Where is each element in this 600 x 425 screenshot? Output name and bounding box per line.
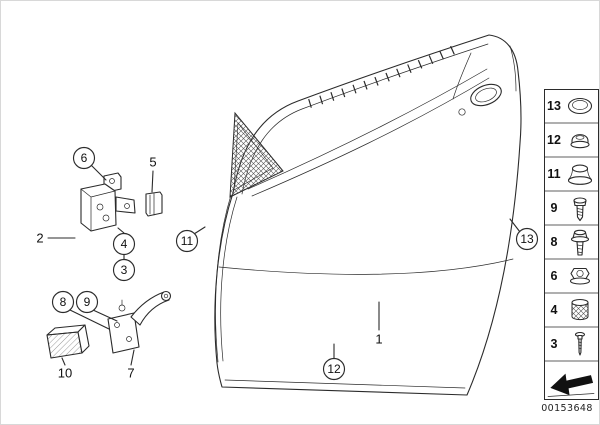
legend-row-11[interactable]: 11: [547, 164, 593, 185]
callout-6[interactable]: 6: [72, 146, 96, 170]
legend-row-6[interactable]: 6: [551, 267, 591, 285]
cap-nut-icon: [570, 134, 590, 149]
dome-plug-icon: [567, 97, 593, 115]
legend-11-label[interactable]: 11: [547, 167, 560, 181]
callout-9-label[interactable]: 9: [84, 295, 91, 309]
blind-plug-icon: [567, 164, 593, 185]
callout-4-label[interactable]: 4: [121, 237, 128, 251]
hex-bolt-icon: [570, 229, 590, 256]
callout-8-label[interactable]: 8: [60, 295, 67, 309]
callout-2-label[interactable]: 2: [36, 231, 43, 246]
callout-3-label[interactable]: 3: [121, 263, 128, 277]
legend-9-label[interactable]: 9: [551, 201, 558, 215]
wedge-drawing: [46, 324, 90, 359]
clip-drawing: [145, 191, 163, 217]
callout-8[interactable]: 8: [51, 290, 75, 314]
flange-nut-icon: [569, 267, 591, 285]
callout-4[interactable]: 4: [112, 232, 136, 256]
callout-7-label[interactable]: 7: [127, 366, 134, 381]
legend-13-label[interactable]: 13: [547, 99, 561, 113]
legend-4-label[interactable]: 4: [551, 303, 558, 317]
part-number: 00153648: [541, 403, 593, 414]
callout-12[interactable]: 12: [322, 357, 346, 381]
legend-row-3[interactable]: 3: [551, 331, 586, 356]
legend-row-8[interactable]: 8: [551, 229, 590, 256]
leader-lines: [47, 164, 521, 366]
callout-9[interactable]: 9: [75, 290, 99, 314]
callout-3[interactable]: 3: [112, 258, 136, 282]
foam-insert-icon: [571, 298, 589, 321]
long-screw-icon: [574, 331, 586, 356]
callout-13[interactable]: 13: [515, 227, 539, 251]
door-hinge-drawing: [80, 172, 136, 232]
door-panel-drawing: [214, 34, 522, 396]
parts-legend: 13 12 11 9: [544, 89, 599, 400]
legend-row-12[interactable]: 12: [547, 133, 590, 149]
legend-12-label[interactable]: 12: [547, 133, 561, 147]
callout-11-label[interactable]: 11: [181, 234, 194, 248]
legend-row-9[interactable]: 9: [551, 197, 587, 222]
legend-8-label[interactable]: 8: [551, 235, 558, 249]
callout-13-label[interactable]: 13: [520, 232, 534, 246]
legend-row-13[interactable]: 13: [547, 97, 593, 115]
legend-3-label[interactable]: 3: [551, 337, 558, 351]
legend-6-label[interactable]: 6: [551, 269, 558, 283]
callout-11[interactable]: 11: [175, 229, 199, 253]
callout-5-label[interactable]: 5: [149, 155, 156, 170]
vent-window-mesh: [229, 111, 284, 198]
callout-12-label[interactable]: 12: [327, 362, 341, 376]
torx-screw-icon: [573, 197, 587, 222]
door-check-drawing: [107, 290, 172, 354]
callout-6-label[interactable]: 6: [81, 151, 88, 165]
legend-row-4[interactable]: 4: [551, 298, 589, 321]
front-direction-arrow: [550, 373, 594, 396]
callout-10-label[interactable]: 10: [58, 366, 72, 381]
callout-1-label[interactable]: 1: [375, 332, 382, 347]
